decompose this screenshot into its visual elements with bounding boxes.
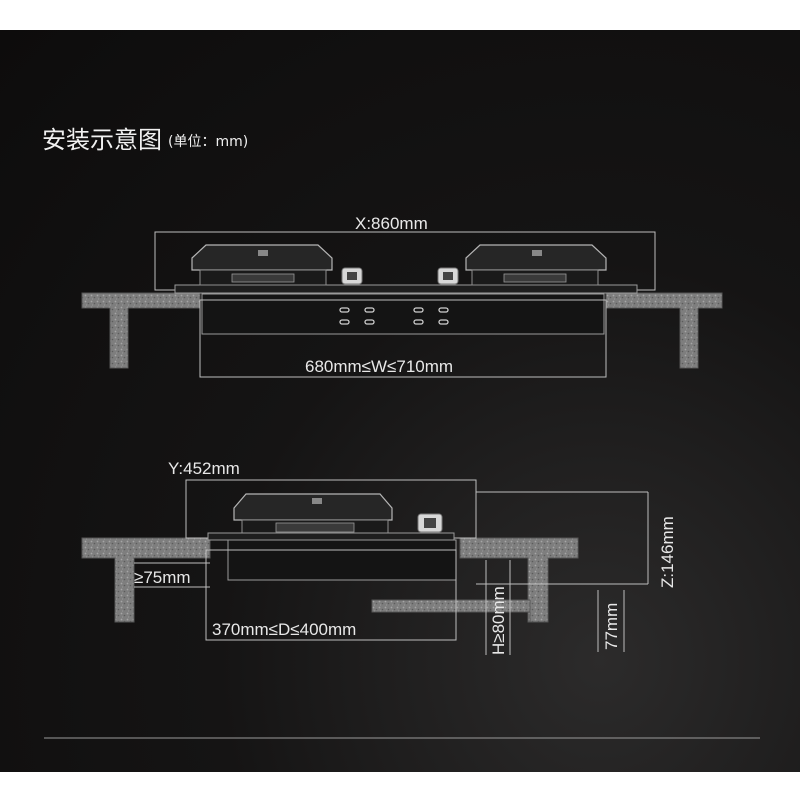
front-view: X:860mm (81, 214, 723, 378)
diagram-unit: (单位：mm) (168, 134, 248, 150)
side-clearance-label: H≥80mm (489, 586, 508, 655)
side-counter-label: ≥75mm (134, 568, 191, 587)
front-burner-left (191, 244, 333, 286)
front-cutout-label: 680mm≤W≤710mm (305, 357, 453, 376)
side-height-dimension (476, 491, 649, 585)
front-countertop-right (605, 292, 723, 369)
diagram-panel (0, 30, 800, 772)
side-counter-dimension (134, 562, 210, 588)
front-knob-right (437, 267, 459, 285)
side-bottom-dimension (597, 590, 625, 652)
front-countertop-left (81, 292, 201, 369)
front-width-label: X:860mm (355, 214, 428, 233)
front-glass-plate (174, 284, 638, 294)
front-burner-right (465, 244, 607, 286)
side-cooktop (207, 493, 457, 581)
side-countertop-left (81, 537, 211, 623)
front-knob-left (341, 267, 363, 285)
side-cutout-box (205, 549, 457, 641)
side-depth-label: Y:452mm (168, 459, 240, 478)
side-cutout-label: 370mm≤D≤400mm (212, 620, 356, 639)
side-height-label: Z:146mm (658, 516, 677, 588)
side-view: Y:452mm Z:146mm (81, 459, 677, 655)
diagram-title: 安装示意图 (42, 126, 162, 154)
side-clearance-dimension (485, 560, 511, 655)
side-knob (417, 513, 443, 533)
side-shelf (371, 599, 531, 613)
front-body (201, 293, 605, 335)
front-vent-slots (339, 307, 449, 325)
front-cutout-box (199, 299, 607, 378)
side-bottom-label: 77mm (602, 603, 621, 650)
